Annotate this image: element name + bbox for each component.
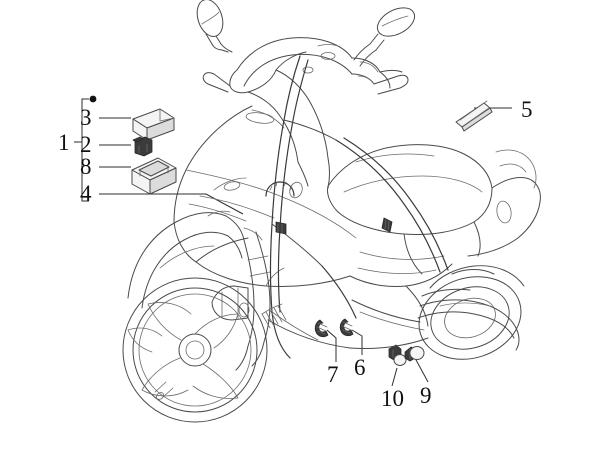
cable-clamp-mid: [275, 221, 287, 235]
callout-label-8: 8: [80, 154, 92, 179]
callout-label-6: 6: [354, 355, 366, 380]
callout-label-10: 10: [381, 386, 404, 411]
handlebar-assembly: [202, 37, 409, 95]
left-mirror: [196, 0, 233, 53]
part-relay-cover-box: [132, 108, 175, 141]
callout-label-3: 3: [80, 105, 92, 130]
front-fork: [235, 231, 271, 371]
callout-label-1: 1: [58, 130, 70, 155]
callout-label-5: 5: [521, 97, 533, 122]
callout-bracket-group-1: [74, 95, 97, 202]
callout-label-4: 4: [80, 181, 92, 206]
part-cable-sleeve: [455, 100, 493, 132]
brake-caliper: [211, 285, 250, 321]
leg-shield-and-body: [173, 105, 357, 287]
front-wheel: [122, 277, 268, 423]
exhaust: [417, 288, 520, 351]
floorboard-detail: [261, 303, 287, 329]
cable-clamp-upper: [265, 181, 295, 197]
cable-harness: [269, 55, 449, 359]
part-cable-clip-10: [388, 344, 407, 366]
callout-label-9: 9: [420, 383, 432, 408]
part-fuse-box-housing: [131, 157, 177, 195]
part-blade-fuse: [132, 136, 153, 157]
wheel-spokes: [127, 302, 239, 399]
callout-label-2: 2: [80, 132, 92, 157]
front-fender: [127, 212, 245, 309]
bracket-origin-dot: [89, 95, 97, 103]
rear-body-panel: [349, 149, 541, 287]
cable-clamp-6: [339, 318, 354, 337]
front-cowl: [245, 69, 330, 189]
right-mirror: [353, 7, 416, 67]
seat: [327, 144, 493, 235]
leader-lines: [99, 107, 512, 387]
callout-label-7: 7: [327, 362, 339, 387]
rear-lower-frame: [267, 285, 429, 349]
cable-clamp-7: [314, 319, 329, 338]
cable-clamp-seat: [381, 217, 393, 233]
part-cable-clip-9: [404, 346, 425, 362]
